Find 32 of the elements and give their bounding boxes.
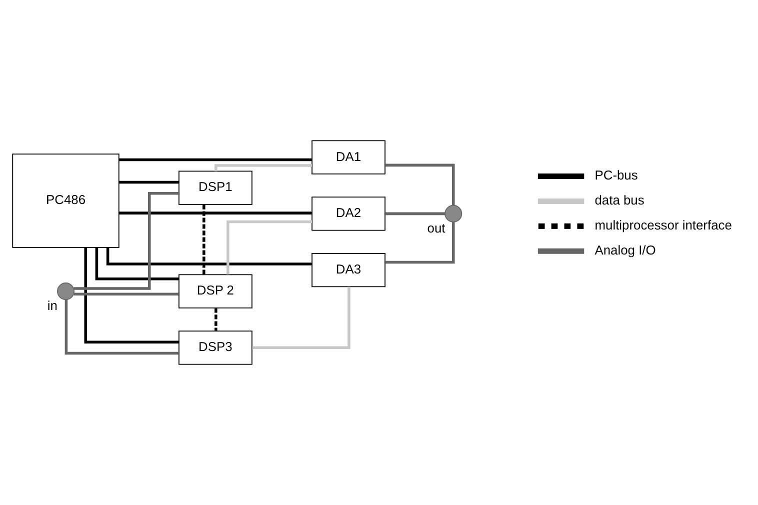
legend-label: data bus <box>594 192 644 208</box>
connector <box>226 220 312 274</box>
node-label: out <box>427 220 446 236</box>
connector <box>74 192 179 290</box>
node-box: DSP 2 <box>178 274 252 308</box>
node-box: DSP3 <box>178 330 252 365</box>
connector <box>385 222 455 264</box>
node-box: DSP1 <box>178 170 252 205</box>
legend-label: multiprocessor interface <box>594 218 732 233</box>
node-box: PC486 <box>12 154 120 248</box>
connector <box>118 158 312 162</box>
node-box: DA3 <box>312 252 386 288</box>
legend-label: Analog I/O <box>594 242 656 258</box>
node-circle <box>56 282 75 300</box>
node-label: in <box>47 298 58 313</box>
connector <box>118 212 312 214</box>
connector <box>64 300 179 355</box>
connector <box>252 286 350 350</box>
connector <box>74 292 179 296</box>
connector <box>385 164 455 206</box>
connector <box>84 247 179 344</box>
connector <box>214 164 312 172</box>
connector <box>202 204 206 275</box>
connector <box>118 180 179 184</box>
node-box: DA2 <box>312 196 386 231</box>
connector <box>385 212 445 216</box>
legend-label: PC-bus <box>594 168 638 183</box>
node-box: DA1 <box>312 140 386 174</box>
connector <box>106 247 312 266</box>
connector <box>95 248 179 280</box>
connector <box>214 308 218 331</box>
node-circle <box>444 204 462 222</box>
